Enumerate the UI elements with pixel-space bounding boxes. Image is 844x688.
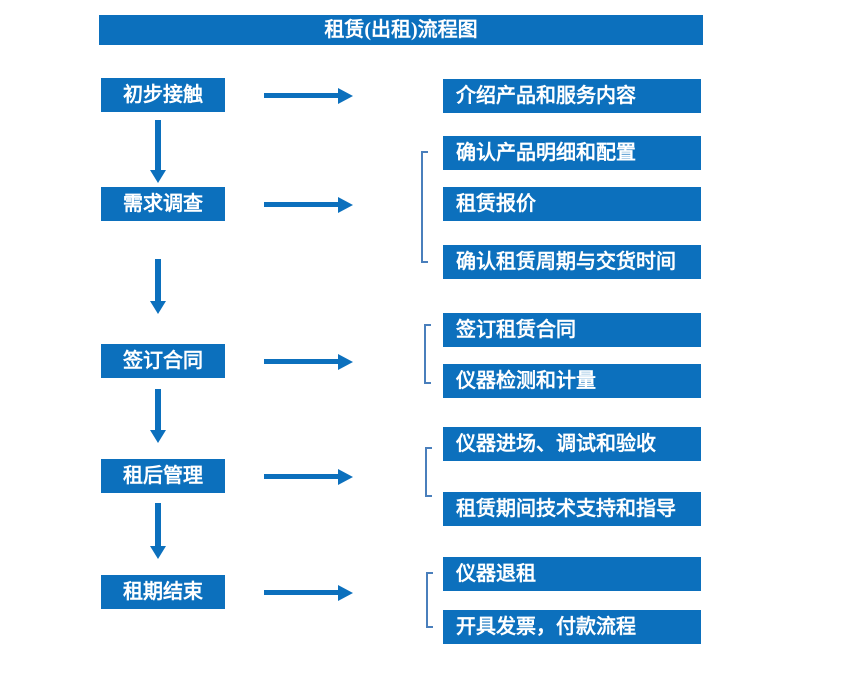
- output-box-confirm-cycle: 确认租赁周期与交货时间: [443, 245, 701, 279]
- group-bracket: [424, 324, 431, 384]
- right-arrow-icon: [264, 93, 338, 98]
- step-box-initial-contact: 初步接触: [101, 78, 225, 112]
- output-box-introduce-products: 介绍产品和服务内容: [443, 79, 701, 113]
- group-bracket: [425, 447, 432, 497]
- output-box-confirm-details: 确认产品明细和配置: [443, 136, 701, 170]
- output-box-rental-quote: 租赁报价: [443, 187, 701, 221]
- right-arrow-icon: [264, 359, 338, 364]
- down-arrow-icon: [155, 503, 161, 546]
- step-box-post-rental-mgmt: 租后管理: [101, 459, 225, 493]
- right-arrow-icon: [264, 202, 338, 207]
- step-box-rental-end: 租期结束: [101, 575, 225, 609]
- down-arrow-icon: [155, 389, 161, 430]
- group-bracket: [426, 572, 433, 628]
- step-box-sign-contract: 签订合同: [101, 344, 225, 378]
- output-box-instrument-testing: 仪器检测和计量: [443, 364, 701, 398]
- output-box-sign-rental-contract: 签订租赁合同: [443, 313, 701, 347]
- output-box-instrument-return: 仪器退租: [443, 557, 701, 591]
- output-box-instrument-setup: 仪器进场、调试和验收: [443, 427, 701, 461]
- down-arrow-icon: [155, 120, 161, 170]
- right-arrow-icon: [264, 474, 338, 479]
- output-box-invoice-payment: 开具发票，付款流程: [443, 610, 701, 644]
- chart-title: 租赁(出租)流程图: [99, 15, 703, 45]
- step-box-demand-survey: 需求调查: [101, 187, 225, 221]
- down-arrow-icon: [155, 259, 161, 301]
- group-bracket: [421, 151, 428, 263]
- right-arrow-icon: [264, 590, 338, 595]
- output-box-tech-support: 租赁期间技术支持和指导: [443, 492, 701, 526]
